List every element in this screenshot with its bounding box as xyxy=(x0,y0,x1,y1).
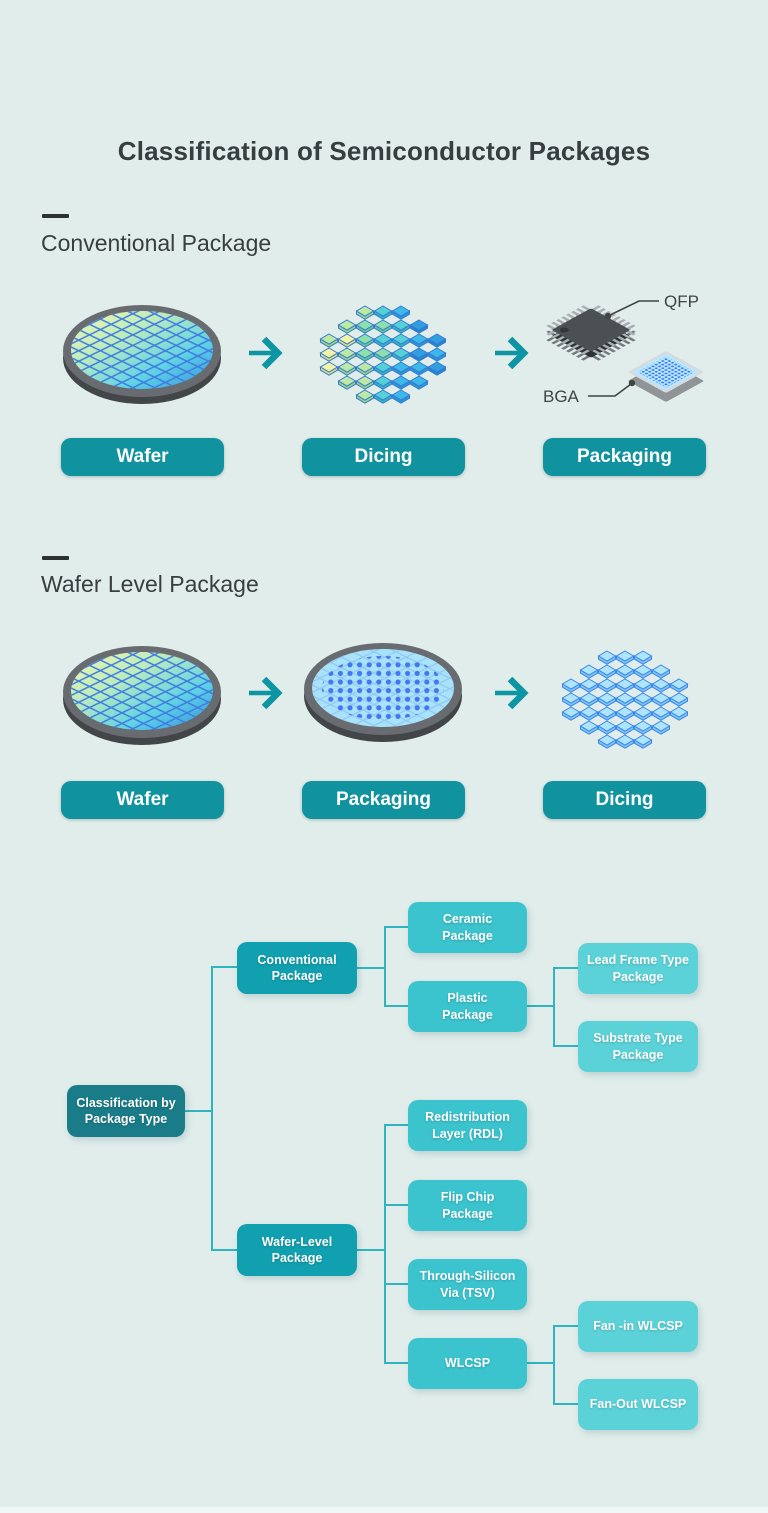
diced-chips-illustration xyxy=(319,305,447,404)
tree-node-fan-in-wlcsp: Fan -in WLCSP xyxy=(578,1301,698,1352)
tree-connector-line xyxy=(384,1283,408,1285)
bga-chip-icon xyxy=(628,351,704,402)
qfp-pointer-line xyxy=(607,300,659,317)
step-label-wafer: Wafer xyxy=(61,438,224,476)
tree-node-substrate-type: Substrate Type Package xyxy=(578,1021,698,1072)
flow-arrow-icon xyxy=(495,336,529,370)
wafer-illustration xyxy=(63,646,221,745)
tree-connector-line xyxy=(553,1045,578,1047)
bga-pointer-line xyxy=(588,383,632,397)
tree-connector-line xyxy=(384,1124,408,1126)
tree-connector-line xyxy=(211,967,213,1251)
tree-node-plastic-package: Plastic Package xyxy=(408,981,527,1032)
tree-connector-line xyxy=(527,1362,554,1364)
section-heading-conventional: Conventional Package xyxy=(41,230,272,256)
qfp-label: QFP xyxy=(664,292,699,311)
tree-connector-line xyxy=(553,967,555,1047)
tree-node-tsv: Through-Silicon Via (TSV) xyxy=(408,1259,527,1310)
diced-packages-illustration xyxy=(561,650,689,749)
bga-pointer-dot xyxy=(628,379,636,387)
tree-connector-line xyxy=(384,926,408,928)
tree-node-conventional-package: Conventional Package xyxy=(237,942,357,994)
tree-connector-line xyxy=(357,1249,385,1251)
flow-arrow-icon xyxy=(249,336,283,370)
bga-label: BGA xyxy=(543,387,580,406)
tree-connector-line xyxy=(553,967,578,969)
tree-node-lead-frame-type: Lead Frame Type Package xyxy=(578,943,698,994)
wafer-illustration xyxy=(63,305,221,404)
tree-connector-line xyxy=(527,1005,554,1007)
page-title: Classification of Semiconductor Packages xyxy=(117,136,651,166)
tree-connector-line xyxy=(211,966,237,968)
step-label-packaging: Packaging xyxy=(302,781,465,819)
flow-arrow-icon xyxy=(249,676,283,710)
tree-node-wlcsp: WLCSP xyxy=(408,1338,527,1389)
qfp-bga-illustration: QFP BGA xyxy=(543,292,704,406)
tree-connector-line xyxy=(211,1249,237,1251)
tree-connector-line xyxy=(384,1005,408,1007)
flow-arrow-icon xyxy=(495,676,529,710)
tree-node-fan-out-wlcsp: Fan-Out WLCSP xyxy=(578,1379,698,1430)
tree-connector-line xyxy=(384,926,386,1007)
tree-connector-line xyxy=(384,1362,408,1364)
footer-strip xyxy=(0,1507,768,1513)
tree-connector-line xyxy=(357,967,385,969)
tree-connector-line xyxy=(384,1124,386,1364)
section-dash xyxy=(42,556,69,560)
tree-node-flip-chip: Flip Chip Package xyxy=(408,1180,527,1231)
qfp-chip-icon xyxy=(546,305,636,361)
tree-node-ceramic-package: Ceramic Package xyxy=(408,902,527,953)
step-label-wafer: Wafer xyxy=(61,781,224,819)
tree-connector-line xyxy=(553,1325,578,1327)
bumped-wafer-illustration xyxy=(304,643,462,742)
tree-node-rdl: Redistribution Layer (RDL) xyxy=(408,1100,527,1151)
tree-connector-line xyxy=(553,1403,578,1405)
tree-connector-line xyxy=(384,1204,408,1206)
tree-node-root: Classification by Package Type xyxy=(67,1085,185,1137)
section-heading-wafer-level: Wafer Level Package xyxy=(41,571,259,597)
section-dash xyxy=(42,214,69,218)
step-label-packaging: Packaging xyxy=(543,438,706,476)
tree-connector-line xyxy=(185,1110,212,1112)
tree-node-wafer-level-package: Wafer-Level Package xyxy=(237,1224,357,1276)
tree-connector-line xyxy=(553,1325,555,1405)
step-label-dicing: Dicing xyxy=(543,781,706,819)
step-label-dicing: Dicing xyxy=(302,438,465,476)
